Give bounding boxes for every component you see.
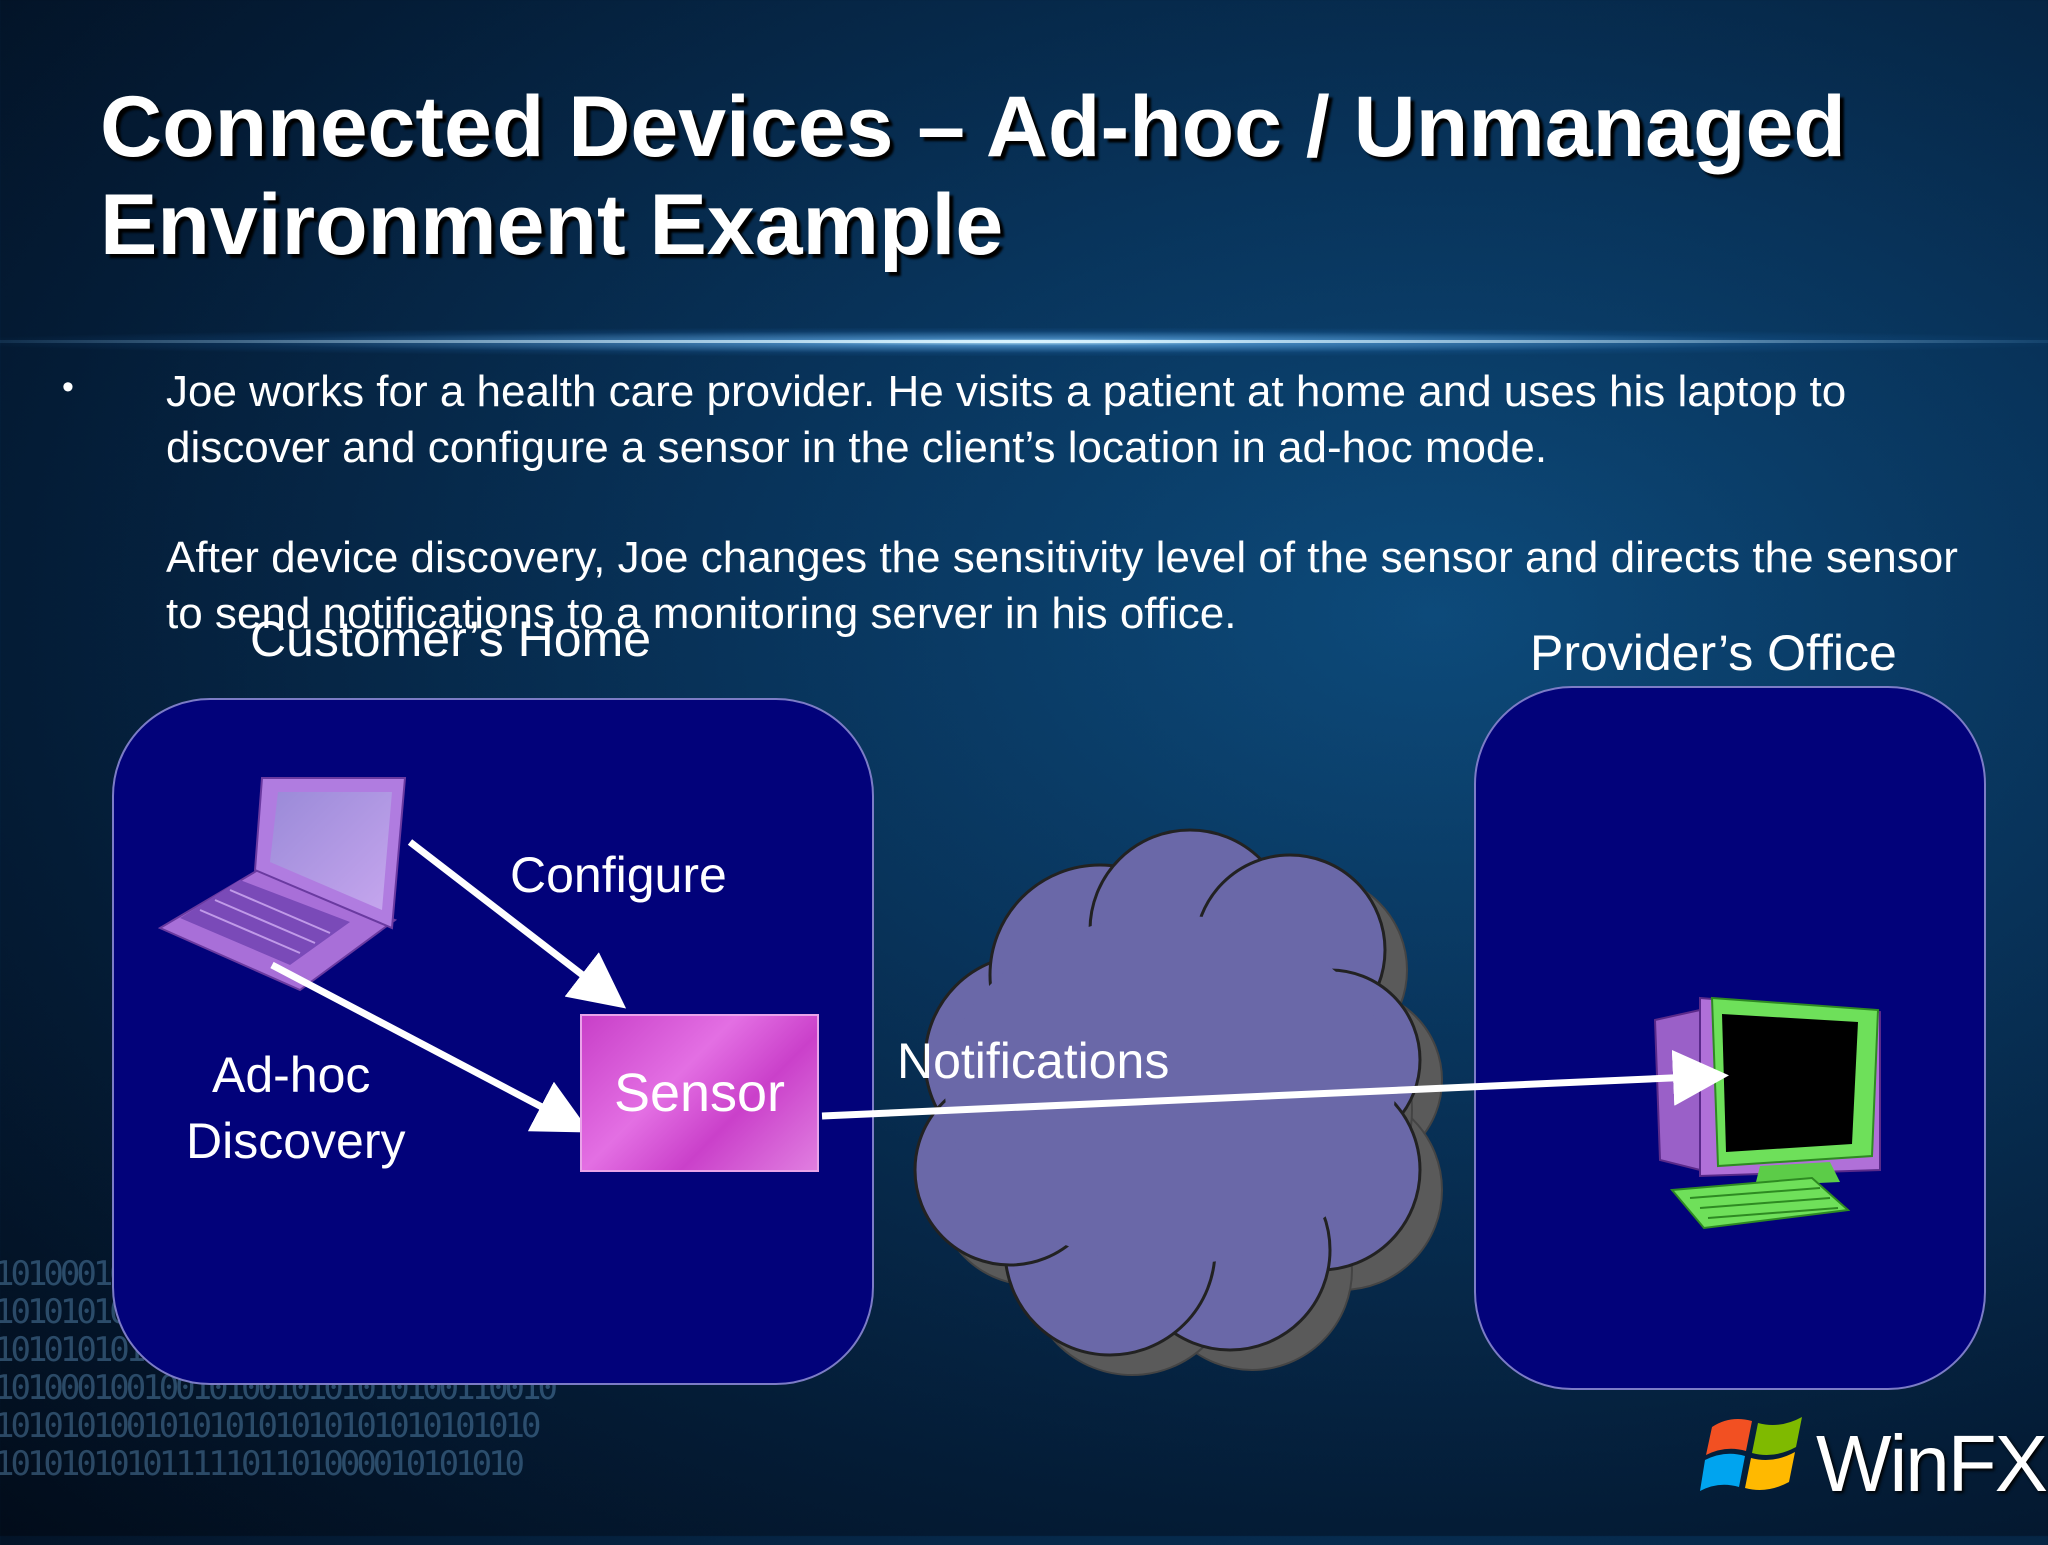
network-cloud (913, 828, 1443, 1376)
provider-office-label: Provider’s Office (1530, 625, 1897, 681)
notifications-arrow (821, 1049, 1729, 1120)
winfx-logo-text: WinFX (1816, 1419, 2048, 1508)
configure-label: Configure (510, 847, 727, 903)
notifications-label: Notifications (897, 1033, 1170, 1089)
paragraph-1: Joe works for a health care provider. He… (166, 367, 1847, 472)
sensor-box: Sensor (580, 1014, 819, 1172)
sensor-label: Sensor (613, 1063, 786, 1123)
windows-flag-icon (1700, 1417, 1802, 1491)
laptop-icon (157, 777, 407, 992)
slide-title: Connected Devices – Ad-hoc / Unmanaged E… (100, 79, 1846, 273)
discovery-arrow (270, 961, 591, 1133)
bullet: • (62, 368, 74, 406)
customer-home-label: Customer’s Home (250, 611, 652, 667)
divider-line (0, 340, 2048, 343)
adhoc-label: Ad-hoc (212, 1047, 371, 1103)
configure-arrow (407, 839, 627, 1009)
desktop-computer-icon (1653, 996, 1881, 1230)
paragraph-2: After device discovery, Joe changes the … (166, 533, 1958, 638)
discovery-label: Discovery (186, 1113, 406, 1169)
